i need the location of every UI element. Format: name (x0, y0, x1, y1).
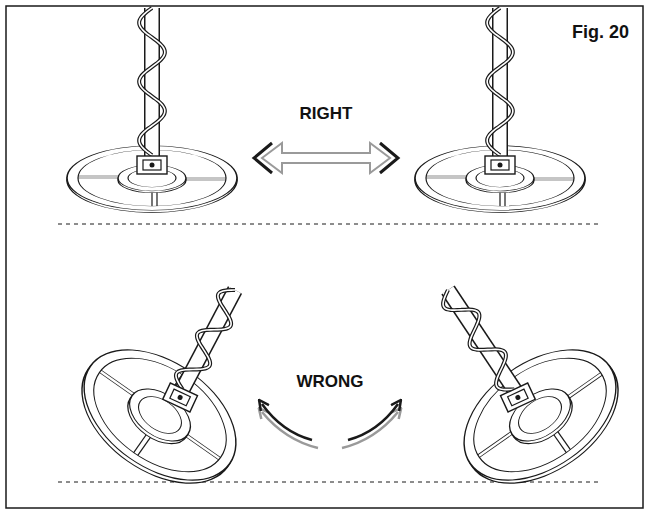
coil-bracket (137, 156, 167, 174)
tilt-arrow (262, 404, 312, 440)
tilt-arrow (348, 404, 398, 440)
right-label: RIGHT (298, 104, 355, 124)
search-coil (415, 146, 585, 213)
separator-line (58, 224, 600, 225)
swing-arrow (262, 143, 390, 173)
figure-number: Fig. 20 (570, 22, 631, 43)
detector-shaft (178, 290, 235, 398)
coil-cable (443, 290, 514, 390)
coil-cable (139, 8, 165, 155)
detector-shaft (448, 290, 520, 398)
coil-bracket (485, 156, 515, 174)
search-coil (440, 323, 642, 510)
search-coil (58, 323, 260, 510)
swing-arrow-tips (254, 143, 398, 173)
coil-bracket (163, 383, 198, 412)
coil-cable (176, 290, 235, 389)
wrong-label: WRONG (294, 372, 365, 392)
search-coil (67, 146, 237, 213)
coil-cable (487, 8, 513, 155)
coil-bracket (500, 383, 535, 412)
